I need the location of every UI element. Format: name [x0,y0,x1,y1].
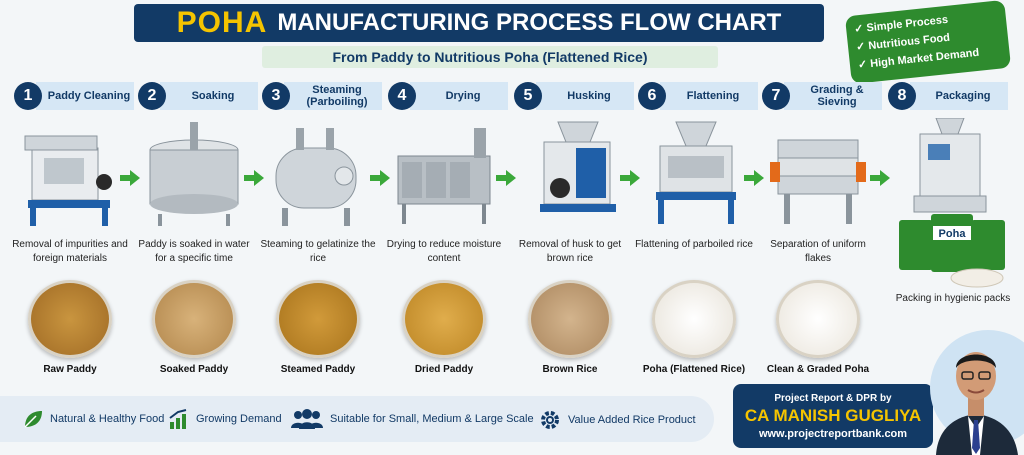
step-4-header: 4 Drying [388,80,508,112]
product-label: Poha (Flattened Rice) [642,364,746,375]
step-number: 8 [888,82,916,110]
growth-chart-icon [169,409,187,429]
step-description: Flattening of parboiled rice [635,239,753,250]
step-label: Steaming (Parboiling) [284,82,382,110]
packaging-machine [913,118,987,213]
step-number: 5 [514,82,542,110]
feature-demand: Growing Demand [168,408,282,430]
page-title: MANUFACTURING PROCESS FLOW CHART [277,9,782,36]
title-bar: POHA MANUFACTURING PROCESS FLOW CHART [134,4,824,42]
step-description: Paddy is soaked in water for a specific … [138,239,250,264]
title-accent: POHA [176,6,268,39]
flow-arrow [370,170,390,186]
graded-poha-bowl [776,280,860,358]
product-label: Dried Paddy [414,364,474,375]
product-label: Clean & Graded Poha [766,364,870,375]
steaming-vessel [275,128,357,226]
step-5-header: 5 Husking [514,80,634,112]
step-label: Drying [410,82,508,110]
leaf-icon [24,411,42,428]
gear-icon [541,411,559,429]
flow-arrow [870,170,890,186]
step-label: Grading & Sieving [784,82,882,110]
page-subtitle: From Paddy to Nutritious Poha (Flattened… [262,46,718,68]
feature-scale: Suitable for Small, Medium & Large Scale [290,408,534,430]
paddy-cleaner-machine [24,135,112,226]
dried-paddy-bowl [402,280,486,358]
raw-paddy-bowl [28,280,112,358]
product-label: Soaked Paddy [159,364,229,375]
step-1-header: 1 Paddy Cleaning [14,80,134,112]
step-7-header: 7 Grading & Sieving [762,80,882,112]
author-name: CA MANISH GUGLIYA [744,405,922,425]
step-description: Drying to reduce moisture content [386,239,502,264]
report-byline: Project Report & DPR by [774,392,892,404]
step-number: 2 [138,82,166,110]
report-credit-box: Project Report & DPR by CA MANISH GUGLIY… [733,384,933,448]
step-8-header: 8 Packaging [888,80,1008,112]
feature-label: Growing Demand [196,413,282,425]
features-bar: Natural & Healthy Food Growing Demand Su… [0,396,714,442]
feature-label: Value Added Rice Product [568,414,696,426]
step-3-header: 3 Steaming (Parboiling) [262,80,382,112]
step-description: Packing in hygienic packs [895,293,1011,304]
step-number: 7 [762,82,790,110]
step-6-header: 6 Flattening [638,80,758,112]
step-number: 6 [638,82,666,110]
step-label: Soaking [160,82,258,110]
step-label: Flattening [660,82,758,110]
steamed-paddy-bowl [276,280,360,358]
feature-natural: Natural & Healthy Food [22,408,164,430]
flow-arrow [244,170,264,186]
step-description: Removal of husk to get brown rice [518,239,622,264]
product-label: Steamed Paddy [280,364,356,375]
soaking-tank [149,122,239,226]
step-label: Paddy Cleaning [36,82,134,110]
feature-label: Natural & Healthy Food [50,413,165,425]
step-description: Steaming to gelatinize the rice [260,239,376,264]
husker-machine [540,121,616,212]
flattening-machine [656,121,736,224]
step-description: Removal of impurities and foreign materi… [12,239,128,264]
people-icon [291,409,323,429]
benefits-badge: ✓ Simple Process ✓ Nutritious Food ✓ Hig… [844,0,1012,85]
product-label: Brown Rice [542,364,598,375]
packet-brand-text: Poha [939,228,967,240]
flow-arrow [620,170,640,186]
author-avatar [930,330,1024,455]
dryer-machine [397,128,491,224]
step-number: 4 [388,82,416,110]
poha-bowl [652,280,736,358]
poha-packets-image: Poha [899,214,1005,288]
flow-arrow [744,170,764,186]
website-url[interactable]: www.projectreportbank.com [758,427,908,440]
step-label: Packaging [910,82,1008,110]
step-2-header: 2 Soaking [138,80,258,112]
grading-sieve-machine [770,139,866,224]
feature-label: Suitable for Small, Medium & Large Scale [330,413,534,425]
flow-arrow [120,170,140,186]
step-number: 1 [14,82,42,110]
soaked-paddy-bowl [152,280,236,358]
step-description: Separation of uniform flakes [770,239,866,264]
flow-arrow [496,170,516,186]
brown-rice-bowl [528,280,612,358]
feature-value-added: Value Added Rice Product [538,408,696,432]
step-label: Husking [536,82,634,110]
step-number: 3 [262,82,290,110]
product-label: Raw Paddy [43,364,97,375]
